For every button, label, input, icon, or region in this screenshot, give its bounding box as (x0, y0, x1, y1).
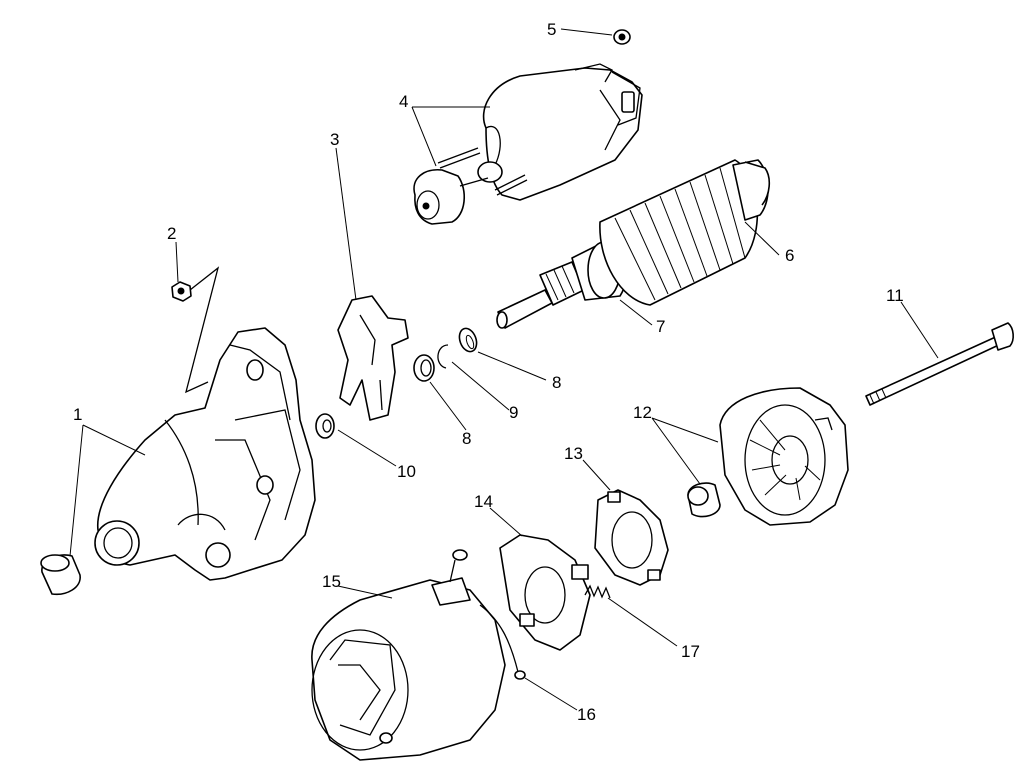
part-12-end-frame (719, 387, 849, 526)
leader-16 (524, 677, 578, 711)
callout-11: 11 (886, 286, 904, 305)
callout-4: 4 (399, 92, 408, 111)
callout-16: 16 (577, 705, 596, 724)
part-3-lever (337, 295, 409, 421)
leader-1 (69, 424, 146, 557)
leader-2 (175, 241, 179, 283)
callout-13: 13 (564, 444, 583, 463)
part-1-bushing (40, 554, 81, 596)
leader-3 (335, 147, 357, 301)
part-11-through-bolt (865, 322, 1014, 406)
callout-17: 17 (681, 642, 700, 661)
part-1-drive-housing (94, 327, 316, 581)
leader-13 (582, 459, 611, 491)
leader-9 (451, 361, 510, 411)
part-14-brush-holder (499, 534, 591, 651)
part-2-nut (171, 266, 220, 394)
callout-9: 9 (509, 403, 518, 422)
part-6-armature (496, 159, 771, 329)
callout-8b: 8 (462, 429, 471, 448)
callout-3: 3 (330, 130, 339, 149)
callout-1: 1 (73, 405, 82, 424)
callout-2: 2 (167, 224, 176, 243)
part-10-washer (315, 413, 335, 439)
part-9-snap-ring (437, 344, 449, 369)
callout-15: 15 (322, 572, 341, 591)
part-8-ring-b (413, 354, 435, 382)
leader-12 (651, 417, 719, 485)
leader-7 (619, 299, 653, 326)
leader-14 (489, 507, 523, 537)
callout-10: 10 (397, 462, 416, 481)
part-4-solenoid (413, 63, 643, 225)
callout-7: 7 (656, 317, 665, 336)
callout-8a: 8 (552, 373, 561, 392)
leader-4 (411, 106, 490, 167)
part-16-lead-wire (479, 604, 526, 680)
callout-12: 12 (633, 403, 652, 422)
part-17-spring (584, 584, 611, 599)
leader-8a (477, 351, 547, 381)
callout-5: 5 (547, 20, 556, 39)
part-12-bushing (687, 482, 721, 518)
leader-11 (900, 301, 939, 359)
leader-15 (337, 585, 393, 599)
part-15-yoke (311, 549, 506, 761)
leader-17 (607, 597, 678, 647)
leader-lines (69, 28, 939, 711)
leader-5 (560, 28, 613, 36)
part-5-nut (613, 29, 631, 45)
leader-6 (744, 221, 780, 256)
callout-6: 6 (785, 246, 794, 265)
callout-labels: 5 4 3 2 6 7 8 9 8 10 1 11 12 13 14 15 16… (73, 20, 904, 724)
part-13-plate (594, 489, 669, 586)
part-8-ring-a (458, 327, 478, 353)
callout-14: 14 (474, 492, 493, 511)
leader-10 (337, 429, 397, 467)
leader-8b (429, 381, 467, 431)
